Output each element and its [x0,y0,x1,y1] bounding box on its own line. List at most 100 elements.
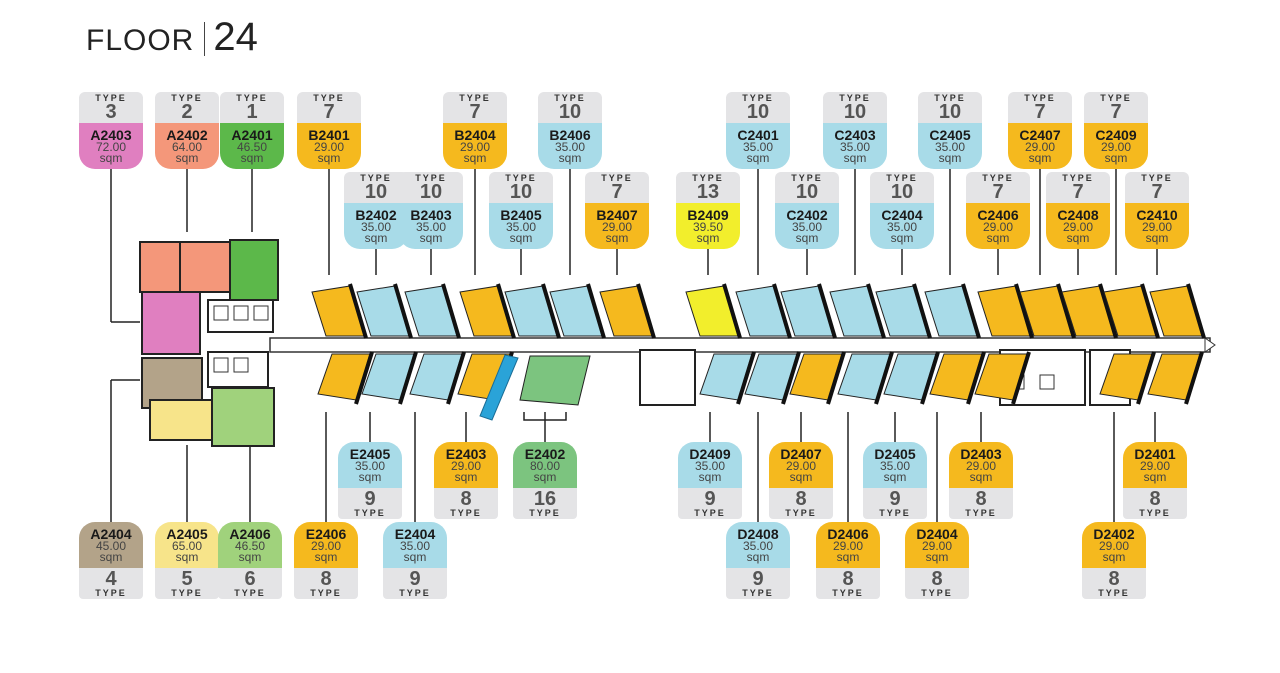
unit-wall [920,351,940,405]
leader-line [523,412,567,421]
unit-area: 29.00 [1139,459,1171,473]
unit-area-unit: sqm [696,231,720,245]
unit-wall [393,283,413,339]
type-word: TYPE [360,172,392,183]
unit-code: B2401 [308,127,350,143]
unit-code: E2406 [305,526,347,542]
unit-area-unit: sqm [314,550,338,564]
unit-code: C2406 [977,207,1019,223]
unit-area-unit: sqm [1028,151,1052,165]
type-word: TYPE [1139,507,1171,518]
unit-wall [541,283,561,339]
unit-e2402-plan [519,355,591,406]
unit-code: E2404 [394,526,436,542]
unit-area-unit: sqm [364,231,388,245]
unit-area: 29.00 [313,140,345,154]
unit-area-unit: sqm [419,231,443,245]
unit-code: B2407 [596,207,638,223]
unit-wall [1136,351,1156,405]
unit-area-unit: sqm [883,470,907,484]
type-number: 6 [244,567,256,590]
unit-area: 35.00 [839,140,871,154]
type-word: TYPE [171,92,203,103]
unit-area: 35.00 [879,459,911,473]
type-word: TYPE [354,507,386,518]
unit-code: C2410 [1136,207,1178,223]
unit-area: 65.00 [171,539,203,553]
type-word: TYPE [554,92,586,103]
unit-wall [961,283,981,339]
type-word: TYPE [236,92,268,103]
unit-wall [817,283,837,339]
unit-area-unit: sqm [175,151,199,165]
unit-area-unit: sqm [99,550,123,564]
unit-area-unit: sqm [99,151,123,165]
unit-wall [354,351,374,405]
type-number: 10 [843,100,867,123]
unit-wall [736,351,756,405]
unit-area: 29.00 [310,539,342,553]
type-word: TYPE [742,92,774,103]
type-number: 10 [509,180,533,203]
unit-wall [1186,283,1206,339]
type-word: TYPE [692,172,724,183]
lower-unit [883,353,937,401]
